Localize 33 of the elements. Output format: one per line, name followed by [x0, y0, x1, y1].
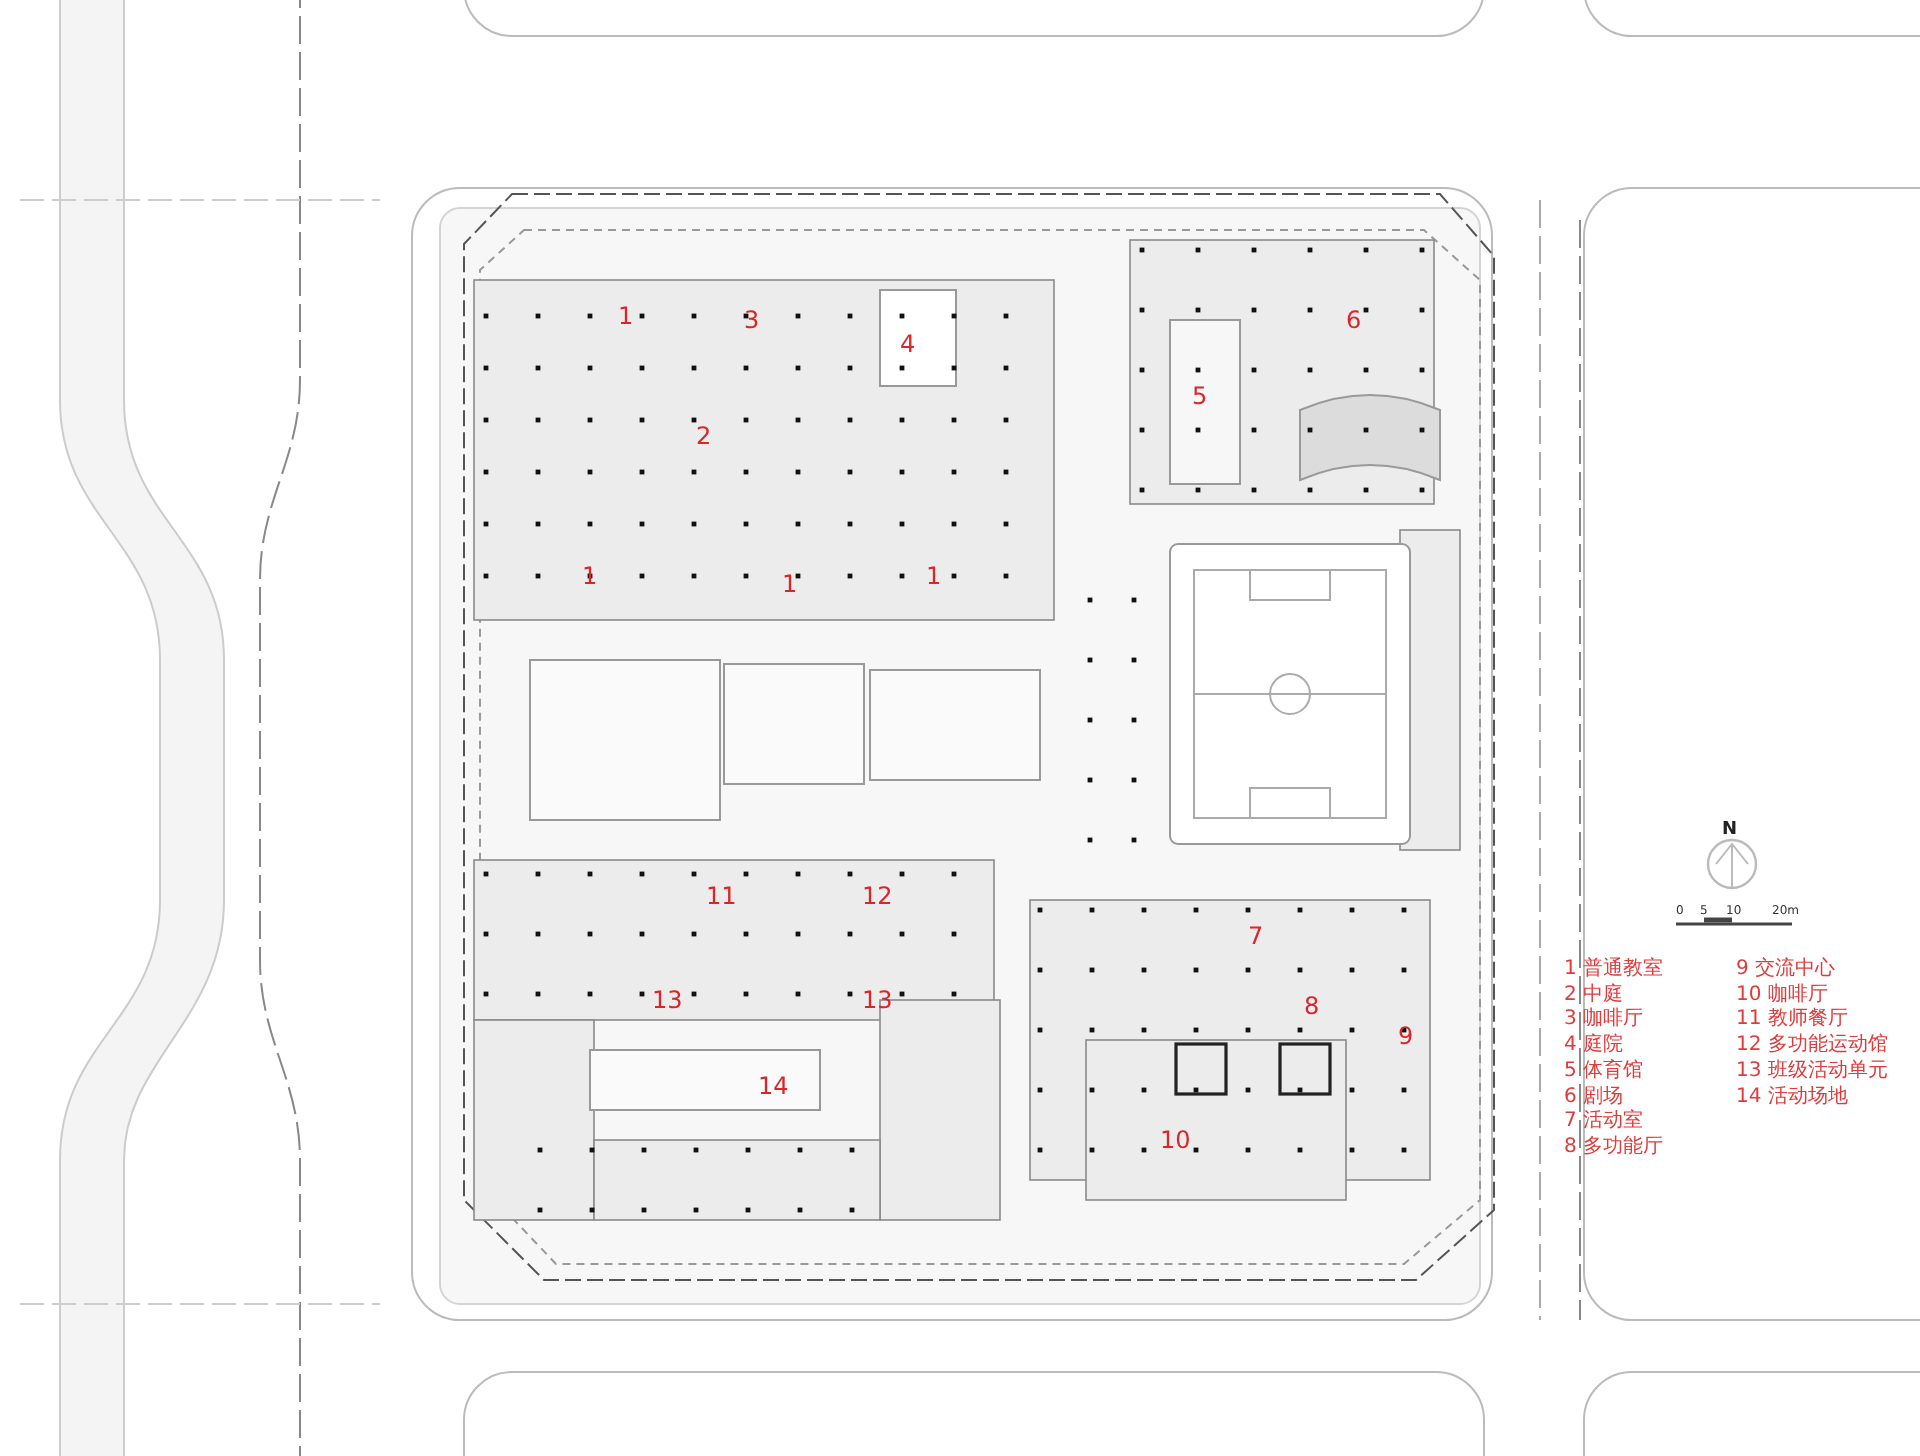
- legend-text: 11 教师餐厅: [1736, 1010, 1848, 1031]
- north-label: N: [1722, 822, 1738, 840]
- legend-text: 13 班级活动单元: [1736, 1061, 1888, 1082]
- callout-number: 1: [618, 304, 634, 328]
- callout-number: 14: [758, 1074, 789, 1098]
- callout-number: 2: [696, 424, 712, 448]
- legend-text: 4 庭院: [1564, 1036, 1624, 1057]
- callout-number: 12: [862, 884, 893, 908]
- callout-number: 11: [706, 884, 737, 908]
- legend-text: 10 咖啡厅: [1736, 985, 1828, 1006]
- legend-text: 2 中庭: [1564, 985, 1624, 1006]
- callout-number: 7: [1248, 924, 1264, 948]
- callout-number: 8: [1304, 994, 1320, 1018]
- callout-number: 5: [1192, 384, 1208, 408]
- legend-text: 12 多功能运动馆: [1736, 1036, 1888, 1057]
- legend-text: 9 交流中心: [1736, 960, 1836, 980]
- callout-number: 13: [652, 988, 683, 1012]
- callout-number: 9: [1398, 1024, 1414, 1048]
- callout-number: 4: [900, 332, 916, 356]
- callout-number: 3: [744, 308, 760, 332]
- legend-text: 14 活动场地: [1736, 1087, 1848, 1107]
- callout-number: 13: [862, 988, 893, 1012]
- callout-number: 1: [926, 564, 942, 588]
- legend-text: 5 体育馆: [1564, 1061, 1644, 1082]
- legend-text: 8 多功能厅: [1564, 1137, 1664, 1158]
- callout-number: 6: [1346, 308, 1362, 332]
- legend-text: 7 活动室: [1564, 1112, 1644, 1133]
- callout-number: 1: [582, 564, 598, 588]
- legend-text: 3 咖啡厅: [1564, 1010, 1644, 1031]
- callout-number: 10: [1160, 1128, 1191, 1152]
- legend-text: 1 普通教室: [1564, 960, 1664, 980]
- callout-number: 1: [782, 572, 798, 596]
- legend-text: 6 剧场: [1564, 1087, 1624, 1107]
